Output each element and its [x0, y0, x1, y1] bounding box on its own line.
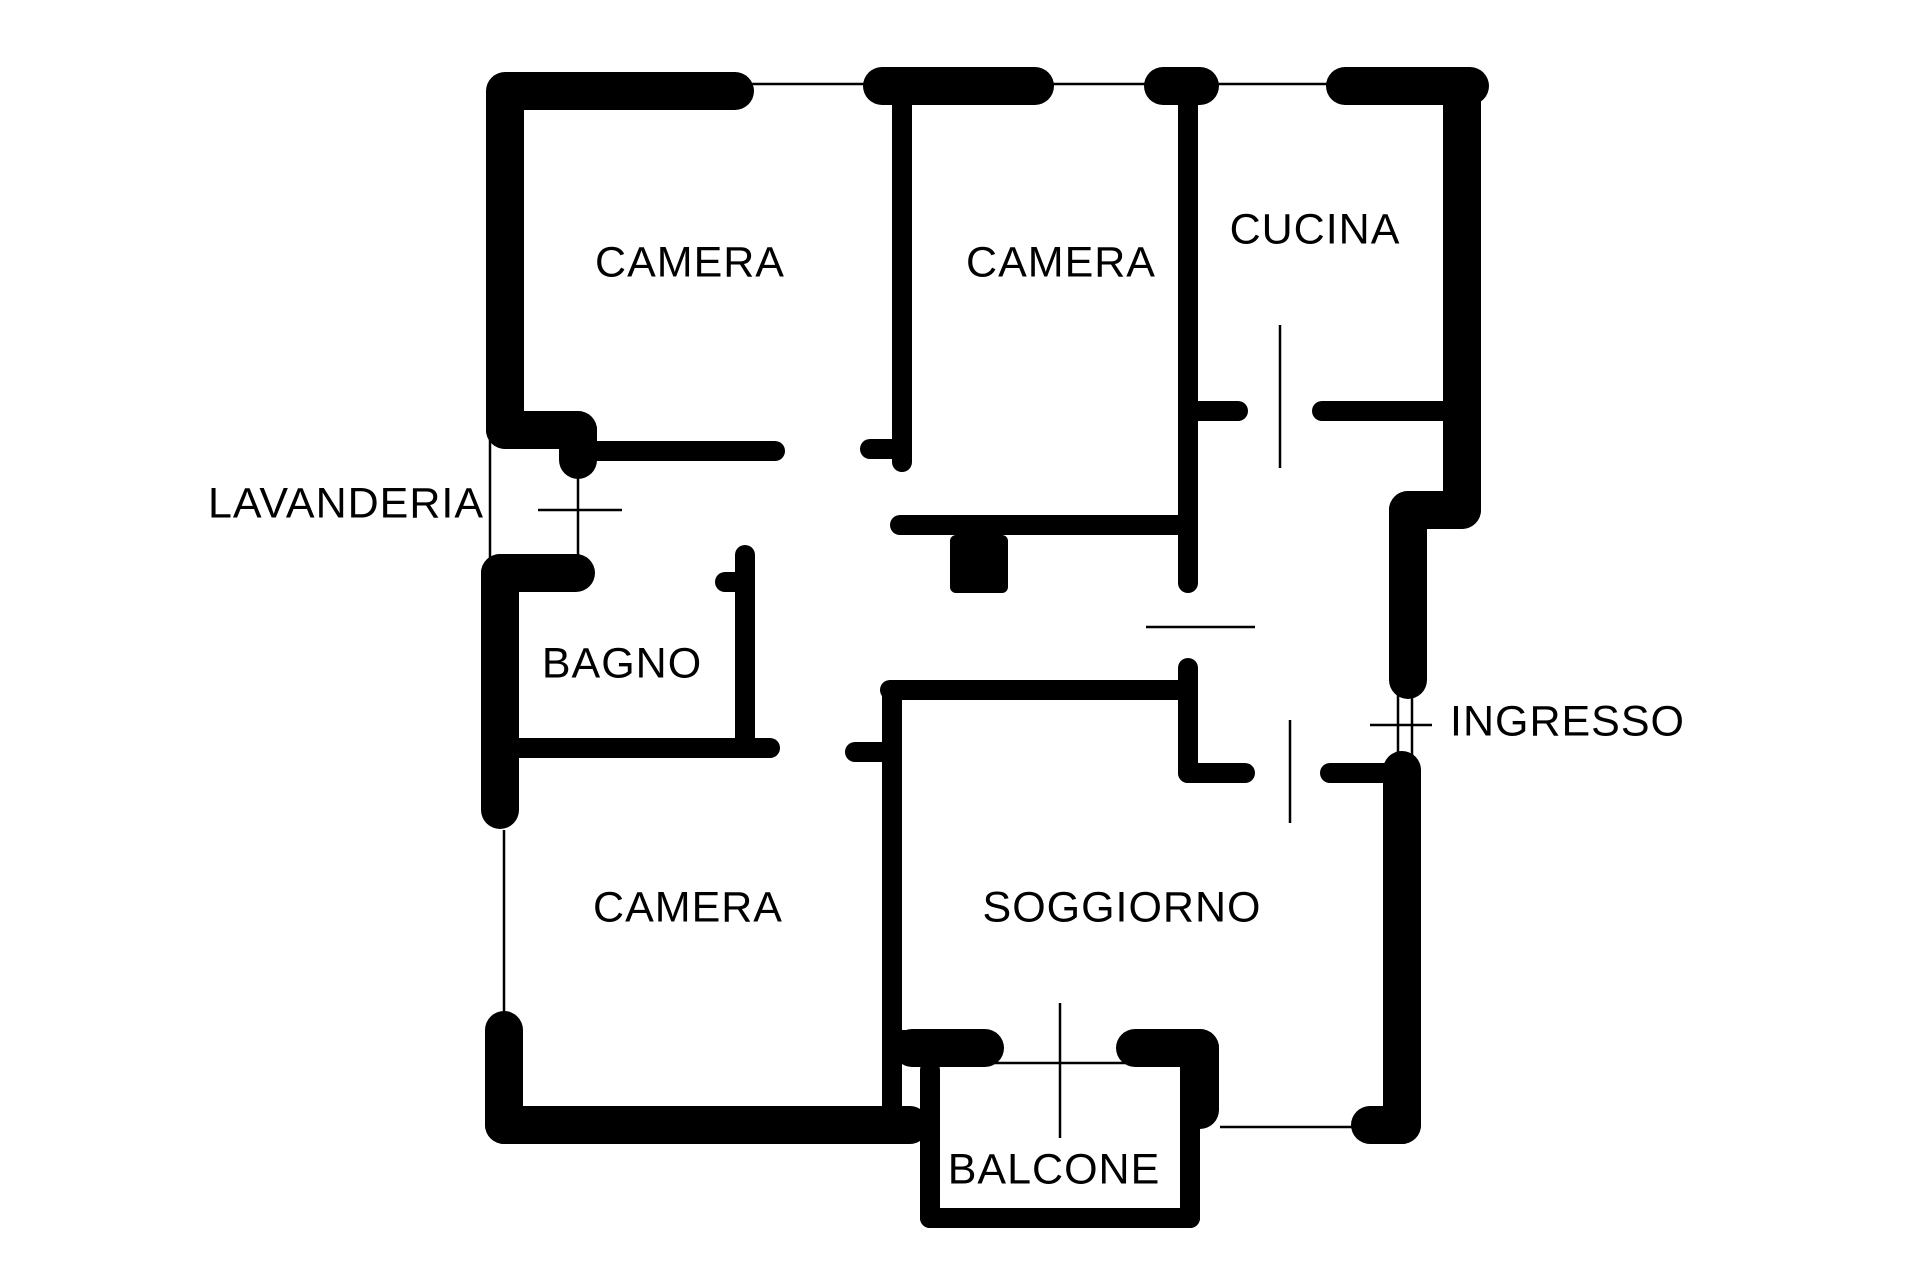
label-lavanderia: LAVANDERIA: [208, 479, 484, 527]
room-label-soggiorno: SOGGIORNO: [983, 883, 1262, 931]
room-label-camera-bottom-left: CAMERA: [593, 883, 783, 931]
room-label-bagno: BAGNO: [542, 639, 702, 687]
label-ingresso: INGRESSO: [1450, 697, 1685, 745]
pillar: [950, 535, 1008, 593]
room-label-camera-top-middle: CAMERA: [966, 238, 1156, 286]
room-label-cucina: CUCINA: [1230, 205, 1401, 253]
interior-walls: [500, 76, 1472, 1228]
openings: [488, 82, 1432, 1138]
room-label-balcone: BALCONE: [948, 1145, 1161, 1193]
room-label-camera-top-left: CAMERA: [595, 238, 785, 286]
exterior-walls: [481, 67, 1489, 1144]
